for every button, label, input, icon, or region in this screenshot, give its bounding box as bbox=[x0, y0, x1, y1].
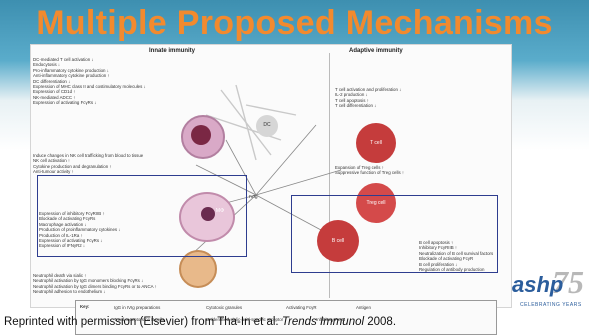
key-title: Key: bbox=[80, 304, 90, 309]
dc-label: DC bbox=[263, 122, 271, 128]
logo-number: 75 bbox=[552, 264, 584, 300]
innate-immunity-heading: Innate immunity bbox=[149, 48, 196, 54]
ivig-label: IVIg bbox=[249, 195, 258, 200]
innate-text-nk: Induce changes in NK cell trafficking fr… bbox=[33, 153, 144, 175]
nk-cell-nucleus bbox=[191, 125, 211, 145]
highlight-box-bcell bbox=[291, 195, 498, 273]
slide-title: Multiple Proposed Mechanisms bbox=[36, 4, 553, 42]
key-item: Unidentified sialic-acid-specific recept… bbox=[206, 317, 284, 322]
citation-year: 2008. bbox=[367, 316, 397, 328]
b-cell bbox=[317, 220, 359, 262]
mechanism-figure: Innate immunity Adaptive immunity DC-med… bbox=[30, 44, 512, 335]
treg-cell-label: Treg cell bbox=[366, 200, 386, 206]
adaptive-text-tcell: T cell activation and proliferation ↓ IL… bbox=[335, 87, 402, 109]
logo-text: ashp bbox=[512, 272, 564, 297]
innate-text-macrophage: Expression of inhibitory FcγRIIB ↑ Block… bbox=[39, 211, 121, 249]
adaptive-text-treg: Expansion of Treg cells ↑ Suppressive fu… bbox=[335, 165, 405, 176]
macrophage-label: MΦ bbox=[215, 208, 225, 214]
key-item: Cytotoxic granules bbox=[206, 305, 243, 310]
logo-subtitle: CELEBRATING YEARS bbox=[520, 302, 582, 308]
dc-cell bbox=[256, 115, 278, 137]
figure-key: Key: IgG in IVIg preparations Cytotoxic … bbox=[75, 300, 497, 335]
t-cell-label: T cell bbox=[370, 140, 382, 146]
highlight-box-macrophage bbox=[37, 175, 247, 257]
innate-text-dc: DC-mediated T cell activation ↓ Endocyto… bbox=[33, 57, 146, 106]
key-item: Activating FcγR bbox=[286, 305, 317, 310]
macrophage-nucleus bbox=[201, 207, 215, 221]
b-cell-label: B cell bbox=[331, 238, 345, 244]
ashp-logo: 75 ashp CELEBRATING YEARS bbox=[512, 264, 584, 316]
key-item: Antigen bbox=[356, 305, 371, 310]
column-divider bbox=[329, 53, 330, 298]
treg-cell bbox=[356, 183, 396, 223]
citation-journal: Trends Immunol bbox=[281, 316, 365, 328]
key-item: T cell receptors on B cells bbox=[114, 317, 165, 322]
citation-footer: Reprinted with permission (Elsevier) fro… bbox=[4, 316, 396, 328]
key-item: IgG in IVIg preparations bbox=[114, 305, 161, 310]
key-item: Inhibitory FcγR bbox=[316, 317, 346, 322]
innate-text-neutrophil: Neutrophil death via sialic ↑ Neutrophil… bbox=[33, 273, 157, 295]
adaptive-immunity-heading: Adaptive immunity bbox=[349, 48, 403, 54]
t-cell bbox=[356, 123, 396, 163]
citation-prefix: Reprinted with permission (Elsevier) fro… bbox=[4, 316, 279, 328]
adaptive-text-bcell: B cell apoptosis ↑ Inhibitory FcγRIIB ↑ … bbox=[419, 240, 494, 273]
